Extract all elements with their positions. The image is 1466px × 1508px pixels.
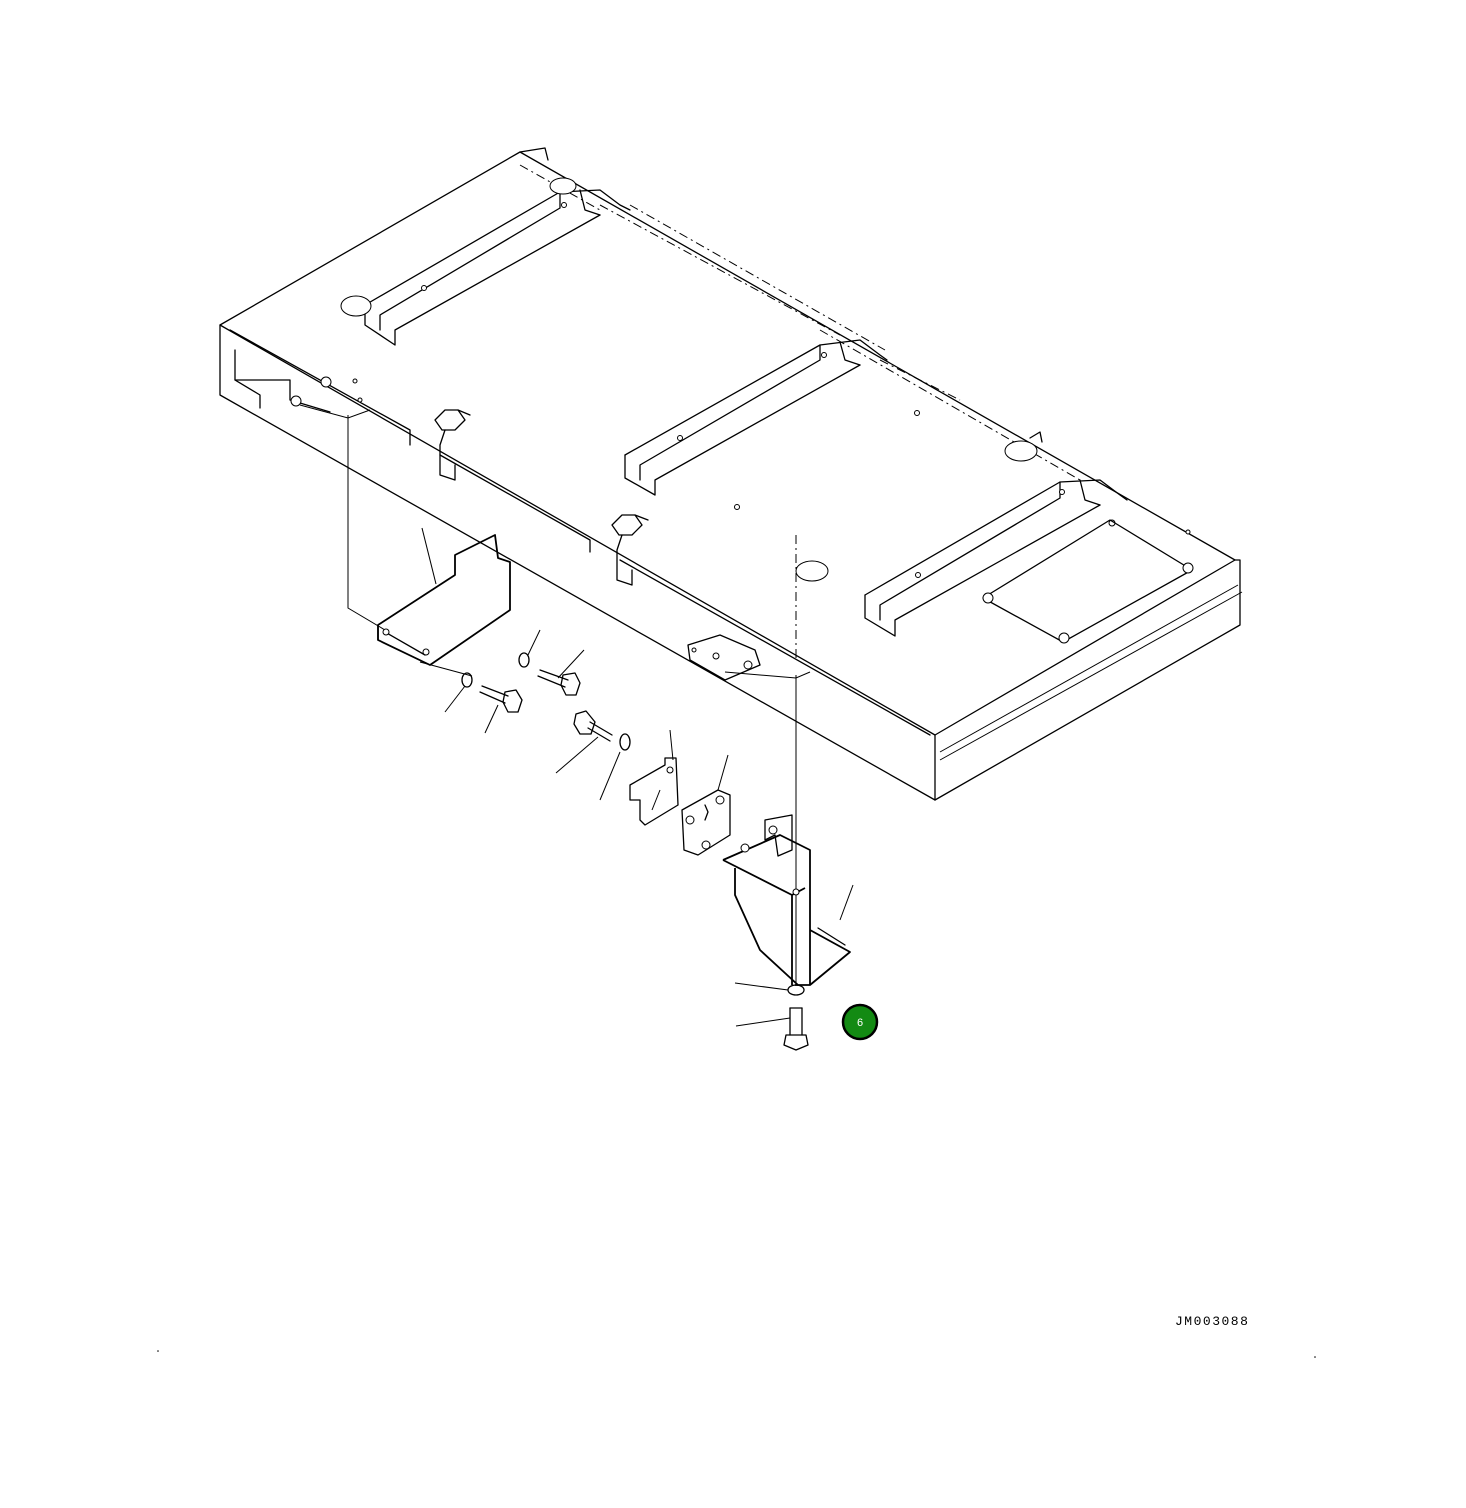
frame-latch-2	[611, 514, 649, 586]
hardware-left	[444, 629, 631, 801]
frame-cover-plate	[982, 519, 1194, 644]
callout-number: 6	[857, 1017, 863, 1029]
frame-latch-1	[434, 409, 471, 481]
assembly-lines	[299, 404, 811, 985]
small-bracket-2	[681, 754, 731, 856]
frame-rail-2	[624, 339, 920, 510]
frame-lower-tab	[687, 634, 761, 681]
drawing-code: JM003088	[1175, 1314, 1249, 1329]
small-bracket-1	[629, 729, 679, 826]
frame-rail-3	[864, 479, 1128, 637]
hardware-lower	[734, 982, 809, 1051]
step-bracket	[722, 814, 854, 986]
floor-frame	[219, 147, 1243, 801]
frame-rail-1	[340, 177, 631, 346]
page-mark	[1314, 1356, 1316, 1358]
page-mark	[157, 1350, 159, 1352]
callout-marker[interactable]: 6	[841, 1003, 879, 1041]
guard-plate-left	[377, 527, 511, 677]
